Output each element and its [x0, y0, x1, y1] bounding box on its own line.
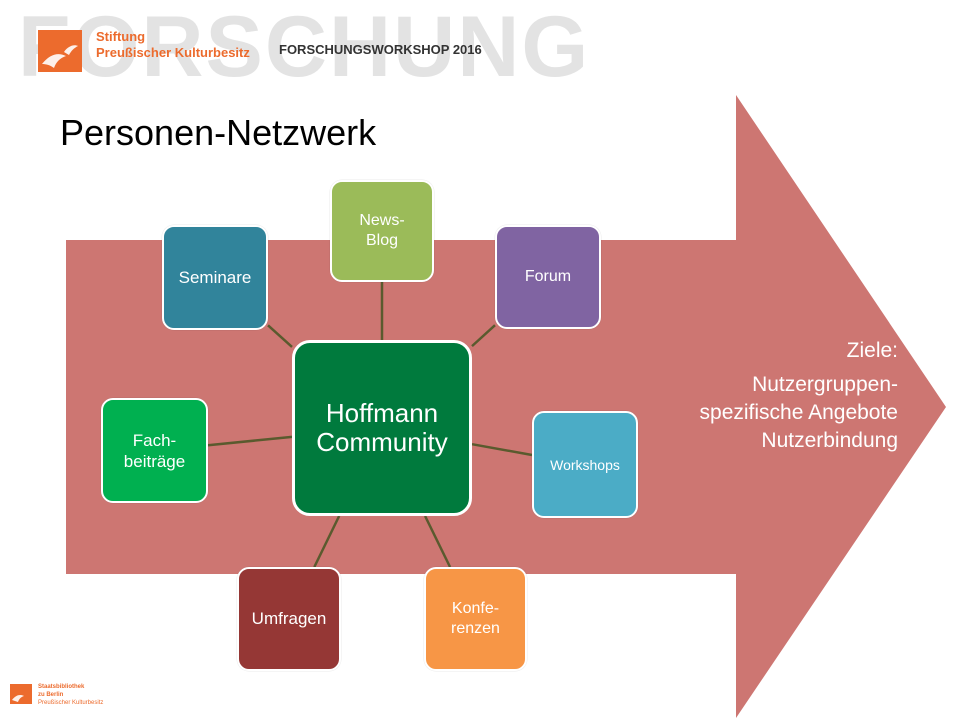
- goals-item-2: spezifische Angebote: [699, 401, 898, 424]
- org-name-line2: Preußischer Kulturbesitz: [96, 45, 250, 60]
- node-seminare: Seminare: [162, 225, 268, 330]
- node-fachbeitraege-label: Fach- beiträge: [123, 430, 186, 471]
- node-workshops-label: Workshops: [550, 456, 620, 473]
- eagle-icon: [42, 45, 78, 68]
- connectors: [207, 282, 533, 568]
- node-konferenzen: Konfe- renzen: [424, 567, 527, 671]
- node-konferenzen-label: Konfe- renzen: [451, 600, 500, 637]
- org-name: Stiftung Preußischer Kulturbesitz: [96, 29, 250, 61]
- center-node-label: Hoffmann Community: [316, 398, 448, 457]
- node-umfragen: Umfragen: [237, 567, 341, 671]
- node-news-blog-label: News- Blog: [359, 212, 405, 249]
- node-news-blog: News- Blog: [330, 180, 434, 282]
- node-forum-label: Forum: [524, 268, 572, 285]
- goals-item-3: Nutzerbindung: [761, 429, 898, 452]
- sbb-logo: [10, 684, 32, 704]
- connector-konferenzen: [423, 515, 452, 568]
- goals-title: Ziele:: [846, 339, 898, 362]
- goals-item-1: Nutzergruppen-: [752, 373, 898, 396]
- goals-text: Ziele: Nutzergruppen- spezifische Angebo…: [700, 337, 898, 455]
- footer-library-name: Staatsbibliothek zu Berlin Preußischer K…: [38, 683, 103, 707]
- node-seminare-label: Seminare: [178, 267, 252, 287]
- goal-arrow: [66, 95, 946, 718]
- connector-umfragen: [313, 515, 341, 568]
- workshop-title: FORSCHUNGSWORKSHOP 2016: [279, 42, 482, 57]
- node-workshops: Workshops: [532, 411, 638, 518]
- watermark-text: FORSCHUNG: [18, 0, 591, 95]
- footer-line1: Staatsbibliothek: [38, 684, 85, 690]
- node-umfragen-label: Umfragen: [251, 609, 327, 628]
- footer-line2: zu Berlin: [38, 692, 64, 698]
- org-name-line1: Stiftung: [96, 29, 146, 44]
- node-forum: Forum: [495, 225, 601, 329]
- eagle-icon: [12, 695, 24, 702]
- connector-seminare: [267, 324, 293, 348]
- spk-logo: [38, 30, 82, 72]
- connector-forum: [471, 324, 496, 348]
- center-node-hoffmann-community: Hoffmann Community: [292, 340, 472, 516]
- footer-line3: Preußischer Kulturbesitz: [38, 700, 104, 706]
- connector-workshops: [471, 442, 533, 457]
- page-title: Personen-Netzwerk: [60, 112, 377, 153]
- connector-fachbeitraege: [207, 435, 293, 447]
- node-fachbeitraege: Fach- beiträge: [101, 398, 208, 503]
